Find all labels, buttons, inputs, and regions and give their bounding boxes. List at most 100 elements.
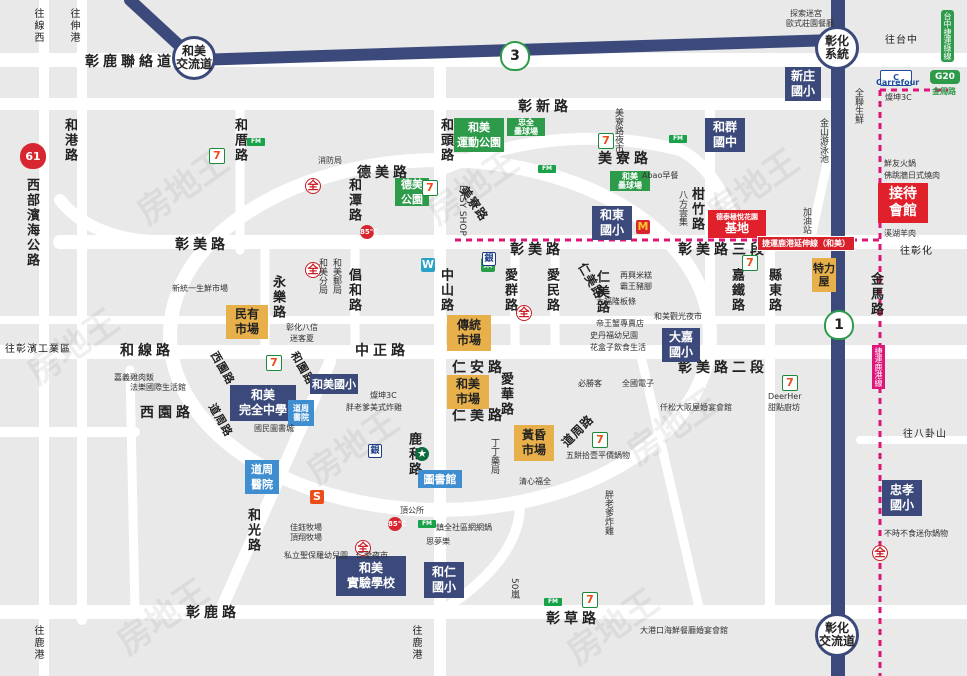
- pxmart-icon: 全: [355, 540, 371, 556]
- label-detai-rd: 德美路: [357, 165, 411, 181]
- school-hedong[interactable]: 和東 國小: [592, 206, 632, 240]
- label-luhe-rd: 鹿和路: [406, 432, 421, 477]
- road-shanjiao: [125, 365, 140, 617]
- poi-shop: 迷客夏: [290, 334, 314, 343]
- route-g20-sub: 金馬路: [932, 87, 956, 96]
- rt-mart[interactable]: 特力屋: [812, 258, 836, 292]
- pxmart-icon: 全: [872, 545, 888, 561]
- school-zhongxiao[interactable]: 忠孝 國小: [882, 480, 922, 516]
- poi-shop: 彰化八信: [286, 323, 318, 332]
- market-dusk[interactable]: 黃昏 市場: [514, 425, 554, 461]
- site-caption: 德泰極悅花園: [716, 212, 758, 221]
- interchange-changhua-system[interactable]: 彰化 系統: [815, 26, 859, 70]
- school-hemei-elem[interactable]: 和美國小: [310, 374, 358, 394]
- poi-shop: 燦坤3C: [370, 391, 397, 400]
- poi-shop: 甜點廚坊: [768, 403, 800, 412]
- poi-shop: 私立聖保羅幼兒園: [284, 551, 348, 560]
- poi-shop: 國民圖書城: [254, 424, 294, 433]
- poi-shop: 全國電子: [622, 379, 654, 388]
- direction-shengang: 往伸港: [68, 8, 79, 44]
- label-zhangxin-rd: 彰新路: [518, 99, 572, 115]
- poi-shop: 佛跳牆日式燒肉: [884, 171, 940, 180]
- label-jinma-rd: 金馬路: [868, 272, 883, 317]
- direction-industrial: 往彰濱工業區: [5, 344, 71, 355]
- label-renmei-rd: 仁美路: [452, 408, 506, 424]
- poi-shop: 不時不食迷你鍋物: [884, 529, 948, 538]
- route-61-shield: 61: [20, 143, 46, 169]
- label-changcao-rd: 彰草路: [546, 611, 600, 627]
- school-xinzhuang[interactable]: 新庄 國小: [785, 67, 821, 101]
- label-changhe-rd: 倡和路: [346, 268, 361, 313]
- school-heren[interactable]: 和仁 國小: [424, 562, 464, 598]
- 85c-icon: 85℃: [388, 517, 406, 531]
- interchange-hemei[interactable]: 和美 交流道: [172, 36, 216, 80]
- mos-burger-icon: S: [310, 490, 324, 504]
- poi-shop: 新統一生鮮市場: [172, 284, 228, 293]
- poi-shop: 美寮路夜市: [613, 108, 623, 153]
- hospital-daozhou[interactable]: 道周 醫院: [245, 460, 279, 494]
- reception-hall[interactable]: 接待 會館: [878, 183, 928, 223]
- academy-daozhou[interactable]: 道周 書院: [288, 400, 314, 426]
- park-hemei-field[interactable]: 和美 壘球場: [610, 171, 650, 191]
- mcdonalds-icon: M: [636, 220, 650, 234]
- family-mart-icon: FM: [538, 165, 556, 173]
- seven-eleven-icon: 7: [592, 432, 608, 448]
- cf-label: 燦坤3C: [885, 93, 912, 102]
- poi-shop: 仟松大阪屋婚宴會館: [660, 403, 732, 412]
- poi-shop: 嘉義雞肉飯: [114, 373, 154, 382]
- label-hetou-rd: 和頭路: [438, 118, 453, 163]
- direction-taichung: 往台中: [885, 35, 918, 46]
- poi-shop: 全聯生鮮: [853, 88, 863, 124]
- poi-shop: 八方雲集: [677, 190, 687, 226]
- g20-line-label: 台中捷運綠線: [941, 10, 954, 62]
- school-hemei-hs[interactable]: 和美 完全中學: [230, 385, 296, 421]
- label-ganzhu-rd: 柑竹路: [689, 187, 704, 232]
- poi-shop: 五餅拾壹平價鍋物: [566, 451, 630, 460]
- site-box[interactable]: 德泰極悅花園 基地: [708, 210, 766, 238]
- poi-shop: 頂公所: [400, 506, 424, 515]
- label-changlian-rd: 彰鹿聯絡道: [85, 54, 175, 70]
- road-s-curve: [435, 500, 525, 617]
- interchange-changhua[interactable]: 彰化 交流道: [815, 613, 859, 657]
- seven-eleven-icon: 7: [742, 255, 758, 271]
- carrefour-label: Carrefour: [876, 78, 920, 87]
- market-minyou[interactable]: 民有 市場: [226, 305, 268, 339]
- poi-shop: 法樂國際生活館: [130, 383, 186, 392]
- seven-eleven-icon: 7: [782, 375, 798, 391]
- park-zhongquan-field[interactable]: 忠全 壘球場: [507, 118, 545, 136]
- library[interactable]: 圖書館: [418, 470, 462, 488]
- seven-eleven-icon: 7: [598, 133, 614, 149]
- road-chunqiu: [635, 347, 705, 617]
- label-yongle-rd: 永樂路: [270, 275, 285, 320]
- poi-shop: 必勝客: [578, 379, 602, 388]
- park-sports[interactable]: 和美 運動公園: [454, 118, 504, 152]
- market-traditional[interactable]: 傳統 市場: [447, 315, 491, 351]
- dingding-label: 丁丁藥局: [489, 438, 499, 474]
- poi-shop: 歐式莊園餐廳: [786, 19, 834, 28]
- pxmart-icon: 全: [516, 305, 532, 321]
- seven-eleven-icon: 7: [422, 180, 438, 196]
- school-jiahe[interactable]: 大嘉 國小: [662, 328, 700, 362]
- label-changmei-rd: 彰美路: [175, 237, 229, 253]
- market-hemei[interactable]: 和美 市場: [447, 375, 489, 409]
- fifty-blue-label: 50嵐: [509, 578, 519, 599]
- poi-shop: 佳鈺牧場: [290, 523, 322, 532]
- poi-shop: 加油站: [801, 207, 811, 234]
- carrefour-icon: C: [880, 70, 912, 86]
- label-jiatie-rd: 嘉鐵路: [729, 268, 744, 313]
- direction-lugang-w: 往鹿港: [32, 625, 43, 661]
- school-shiyan[interactable]: 和美 實驗學校: [336, 556, 406, 596]
- 85c-icon: 85℃: [360, 225, 378, 239]
- poi-shop: 溪湖羊肉: [884, 229, 916, 238]
- school-heqiao[interactable]: 和群 國中: [705, 118, 745, 152]
- pxmart-icon: 全: [305, 262, 321, 278]
- label-aimin-rd: 愛民路: [544, 268, 559, 313]
- label-meiliao-rd: 美寮路: [598, 151, 652, 167]
- poi-shop: 和美觀光夜市: [654, 312, 702, 321]
- poi-shop: 霸王豬腳: [620, 282, 652, 291]
- family-mart-icon: FM: [418, 520, 436, 528]
- watsons-icon: W: [421, 258, 435, 272]
- label-zhongzheng-rd: 中正路: [355, 343, 409, 359]
- direction-changhua: 往彰化: [900, 246, 933, 257]
